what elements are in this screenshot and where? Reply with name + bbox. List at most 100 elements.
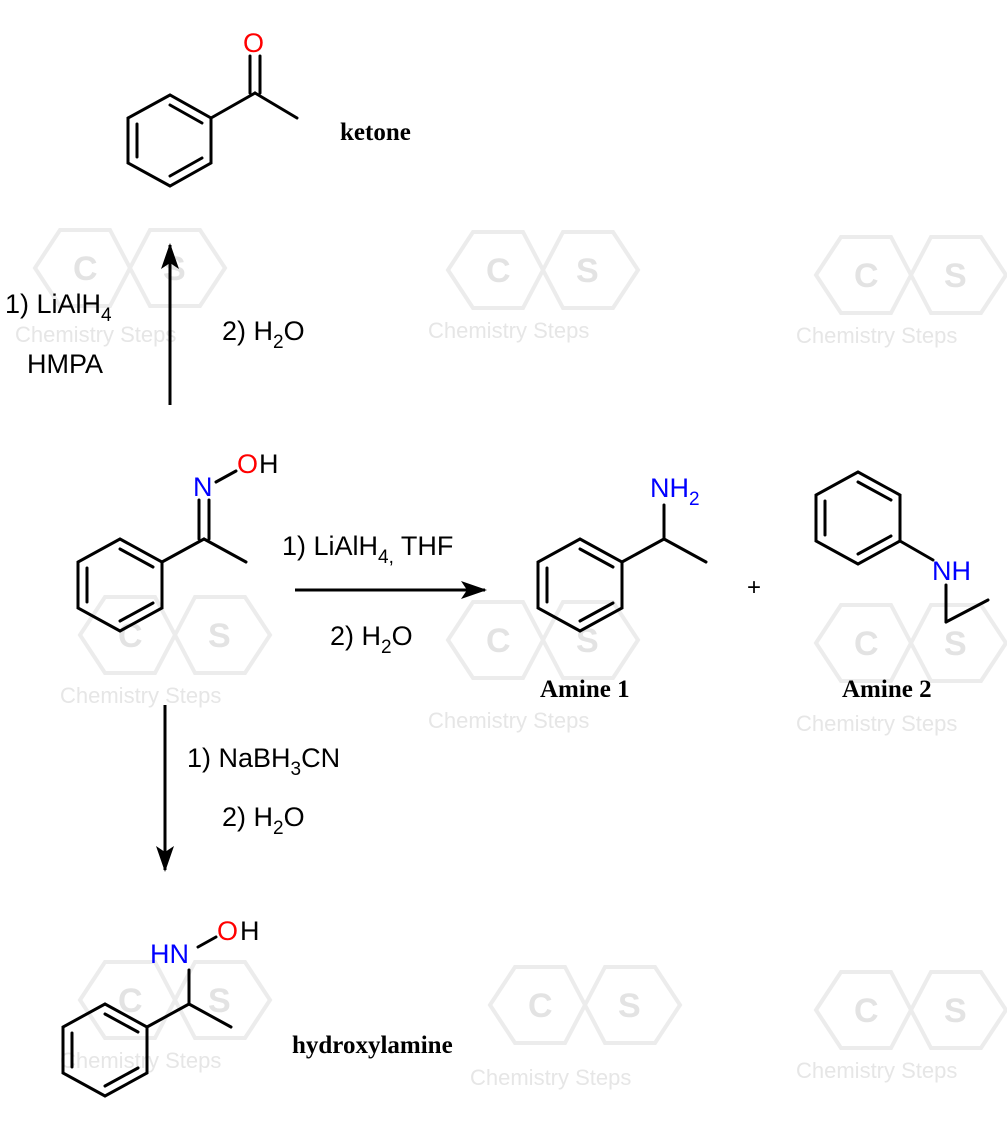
- oxygen-atom: O: [243, 28, 264, 58]
- bond: [253, 91, 299, 120]
- atoms-NH2-sub: 2: [689, 489, 700, 510]
- reagents-right-step2-sub: 2: [381, 637, 392, 658]
- watermark-c: C: [854, 625, 879, 663]
- bond: [172, 595, 273, 675]
- bond: [908, 970, 1007, 1050]
- bond: [196, 935, 218, 949]
- hydrogen-atom: H: [259, 449, 279, 479]
- text: 2) H2O: [222, 802, 305, 839]
- bond: [172, 960, 273, 1040]
- oxygen-atom: O: [217, 916, 238, 946]
- watermark-text: Chemistry Steps: [428, 708, 589, 733]
- bond: [582, 965, 683, 1045]
- bond: [76, 537, 164, 633]
- reagents-down: 1) NaBH3CN 2) H2O: [187, 743, 340, 839]
- reagents-right-step1-main: 1) LiAlH: [282, 531, 378, 561]
- watermark-text: Chemistry Steps: [796, 1058, 957, 1083]
- nitrogen-atom: N: [193, 472, 213, 502]
- bond: [103, 1012, 140, 1034]
- ketone-label: ketone: [340, 119, 411, 146]
- bond: [61, 1002, 149, 1098]
- bond: [536, 537, 624, 633]
- reagents-down-step2-main: 2) H: [222, 802, 273, 832]
- bond: [908, 603, 1007, 683]
- text: 2) H2O: [222, 316, 305, 353]
- watermark-text: Chemistry Steps: [60, 683, 221, 708]
- amine-group: NH2: [650, 473, 700, 510]
- bond: [540, 600, 641, 680]
- reagents-right-step2-end: O: [392, 621, 413, 651]
- bond: [145, 1002, 191, 1029]
- bond: [578, 601, 615, 623]
- bond: [127, 228, 228, 308]
- reagents-up: 1) LiAlH4 HMPA 2) H2O: [5, 289, 305, 379]
- bond: [578, 547, 615, 569]
- bond: [898, 539, 935, 562]
- watermark-c: C: [854, 992, 879, 1030]
- bond: [118, 547, 155, 569]
- reagents-up-step2-end: O: [284, 316, 305, 346]
- watermark-c: C: [73, 250, 98, 288]
- bond: [908, 235, 1007, 315]
- watermark-c: C: [118, 617, 143, 655]
- hydroxylamine-label: hydroxylamine: [292, 1032, 453, 1059]
- atoms-NH2-main: NH: [650, 473, 689, 503]
- bond: [944, 598, 990, 624]
- reagents-right-step2-main: 2) H: [330, 621, 381, 651]
- amine1-structure: NH2 Amine 1: [536, 473, 708, 703]
- watermark-s: S: [576, 252, 599, 290]
- watermark-text: Chemistry Steps: [796, 711, 957, 736]
- bond: [168, 156, 204, 178]
- reagents-right: 1) LiAlH4, THF 2) H2O: [282, 531, 453, 658]
- watermark: C S Chemistry Steps: [428, 230, 641, 343]
- nh-group: NH: [932, 556, 971, 586]
- watermark-s: S: [944, 625, 967, 663]
- amine1-label: Amine 1: [540, 676, 630, 703]
- watermark-text: Chemistry Steps: [470, 1065, 631, 1090]
- bond: [814, 470, 902, 566]
- bond: [856, 480, 893, 502]
- watermark: C S Chemistry Steps: [60, 595, 273, 708]
- hydroxylamine-structure: HN O H hydroxylamine: [61, 916, 453, 1098]
- watermark-text: Chemistry Steps: [60, 1048, 221, 1073]
- hydrogen-atom: H: [240, 916, 260, 946]
- watermark-s: S: [944, 257, 967, 295]
- bond: [662, 537, 708, 564]
- watermark-s: S: [944, 992, 967, 1030]
- bond: [214, 469, 238, 484]
- text: 2) H2O: [330, 621, 413, 658]
- bond: [187, 1002, 233, 1029]
- bond: [160, 537, 206, 564]
- bond: [540, 230, 641, 310]
- text: 1) LiAlH4, THF: [282, 531, 453, 568]
- watermark-c: C: [486, 252, 511, 290]
- watermark-text: Chemistry Steps: [15, 322, 176, 347]
- bond: [856, 534, 893, 556]
- reagents-up-step2-sub: 2: [273, 332, 284, 353]
- plus-sign: +: [747, 574, 761, 601]
- bond: [168, 103, 204, 125]
- watermark-s: S: [618, 987, 641, 1025]
- watermarks: C S Chemistry Steps C S Chemistry Steps C S…: [15, 228, 1007, 1090]
- reagents-down-step1-main: 1) NaBH: [187, 743, 291, 773]
- watermark-s: S: [208, 617, 231, 655]
- bond: [103, 1066, 140, 1088]
- reagents-up-step1-main: 1) LiAlH: [5, 289, 101, 319]
- watermark: C S Chemistry Steps: [796, 603, 1007, 736]
- text: 1) LiAlH4: [5, 289, 112, 326]
- reagents-up-step1-sub: 4: [101, 305, 112, 326]
- reagents-up-step1-b: HMPA: [27, 349, 103, 379]
- reagents-down-step1-end: CN: [301, 743, 340, 773]
- bond: [126, 93, 213, 188]
- ketone-structure: O ketone: [126, 28, 411, 188]
- reagents-down-step2-sub: 2: [273, 818, 284, 839]
- watermark-text: Chemistry Steps: [428, 318, 589, 343]
- watermark: C S Chemistry Steps: [796, 970, 1007, 1083]
- bond: [118, 601, 155, 623]
- reagents-right-step1-sub: 4,: [378, 547, 394, 568]
